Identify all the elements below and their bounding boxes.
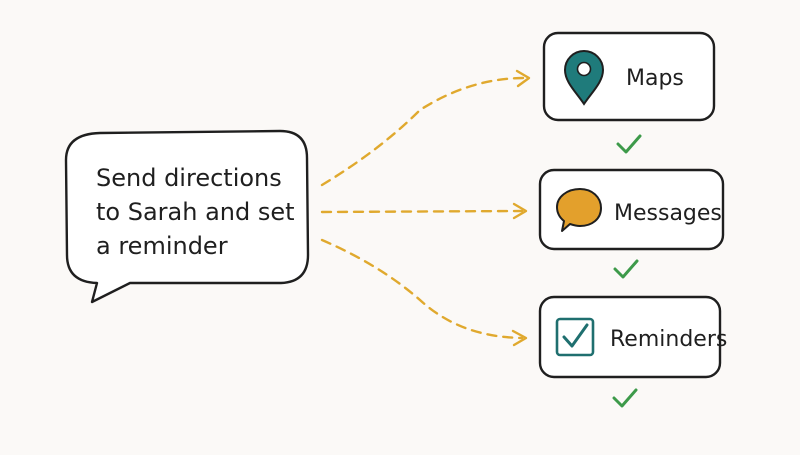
app-card-maps: Maps xyxy=(542,31,716,122)
map-pin-icon xyxy=(563,50,605,106)
reminders-label: Reminders xyxy=(610,327,727,352)
maps-label: Maps xyxy=(626,66,684,91)
maps-done-check-icon xyxy=(616,134,642,154)
app-card-reminders: Reminders xyxy=(538,295,727,379)
app-card-messages: Messages xyxy=(538,168,725,251)
arrow-to-maps-head xyxy=(515,69,531,88)
request-line-3: a reminder xyxy=(96,232,228,260)
request-bubble-outline xyxy=(64,129,310,304)
arrow-to-messages-head xyxy=(512,202,528,220)
messages-done-check-icon xyxy=(613,259,639,279)
checkbox-icon xyxy=(555,317,595,357)
arrow-to-reminders xyxy=(320,238,524,340)
arrow-to-messages xyxy=(320,209,524,214)
request-line-2: to Sarah and set xyxy=(96,198,295,226)
arrow-to-maps xyxy=(320,76,527,187)
reminders-card-frame xyxy=(538,295,722,379)
arrow-to-reminders-head xyxy=(511,329,528,347)
arrows xyxy=(320,69,531,347)
request-bubble: Send directions to Sarah and set a remin… xyxy=(64,129,310,304)
messages-label: Messages xyxy=(614,201,722,226)
request-line-1: Send directions xyxy=(96,164,282,192)
request-text: Send directions to Sarah and set a remin… xyxy=(96,164,302,260)
reminders-done-check-icon xyxy=(612,388,638,408)
speech-bubble-icon xyxy=(556,188,602,232)
completion-checks xyxy=(612,134,642,408)
